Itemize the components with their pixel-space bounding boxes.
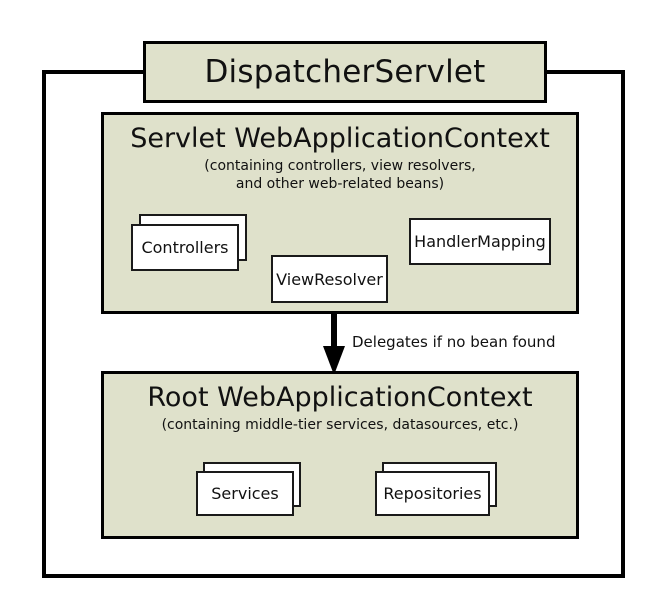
controllers-label: Controllers — [141, 238, 229, 257]
delegates-label: Delegates if no bean found — [352, 333, 556, 351]
outer-frame-top-right-segment — [545, 70, 625, 74]
dispatcher-servlet-box: DispatcherServlet — [143, 41, 547, 103]
outer-frame-left-edge — [42, 70, 46, 578]
root-context-subtitle: (containing middle-tier services, dataso… — [161, 417, 519, 434]
outer-frame-top-left-segment — [42, 70, 145, 74]
arrow-head — [323, 346, 345, 375]
controllers-node: Controllers — [131, 214, 249, 276]
dispatcher-servlet-title: DispatcherServlet — [204, 53, 486, 90]
handler-mapping-label: HandlerMapping — [414, 232, 546, 251]
repositories-stack-front-box: Repositories — [375, 471, 490, 516]
repositories-label: Repositories — [383, 484, 482, 503]
services-label: Services — [211, 484, 279, 503]
root-webapplicationcontext-box: Root WebApplicationContext (containing m… — [101, 371, 579, 539]
root-context-title: Root WebApplicationContext — [147, 382, 533, 413]
view-resolver-node: ViewResolver — [271, 255, 388, 303]
repositories-node: Repositories — [375, 462, 500, 522]
delegates-down-arrow-icon — [323, 314, 345, 375]
outer-frame-bottom-edge — [42, 574, 625, 578]
handler-mapping-node: HandlerMapping — [409, 218, 551, 265]
outer-frame-right-edge — [621, 70, 625, 578]
services-node: Services — [196, 462, 308, 522]
services-stack-front-box: Services — [196, 471, 294, 516]
controllers-stack-front-box: Controllers — [131, 224, 239, 271]
view-resolver-label: ViewResolver — [276, 269, 383, 289]
servlet-context-subtitle: (containing controllers, view resolvers,… — [204, 158, 476, 193]
arrow-shaft — [331, 314, 337, 350]
servlet-context-title: Servlet WebApplicationContext — [130, 123, 550, 154]
